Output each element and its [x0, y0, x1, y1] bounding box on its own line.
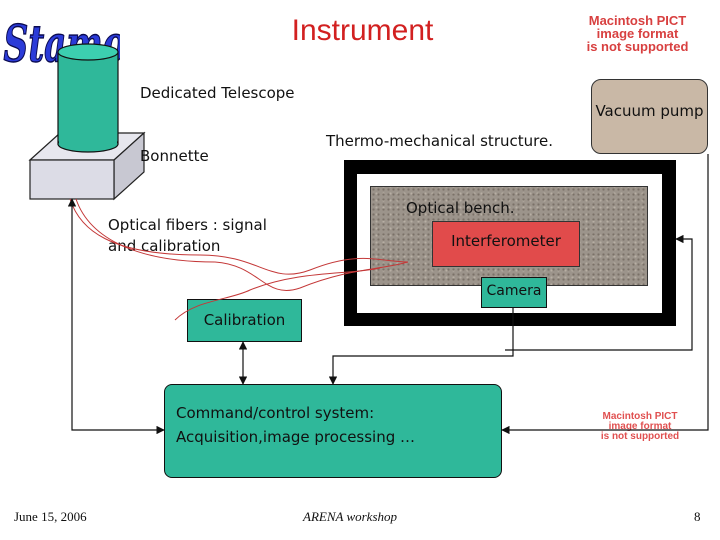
- telescope-tube-top: [57, 43, 119, 61]
- interferometer-label: Interferometer: [451, 232, 561, 250]
- bonnette-label: Bonnette: [140, 147, 209, 165]
- footer-workshop: ARENA workshop: [303, 509, 398, 524]
- slide-title: Instrument: [291, 14, 434, 47]
- link-frame-right: [505, 234, 693, 351]
- link-bonnette-command: [67, 198, 165, 435]
- command-control-line2: Acquisition,image processing …: [176, 428, 416, 446]
- vacuum-pump-label: Vacuum pump: [595, 102, 704, 120]
- camera-label: Camera: [486, 283, 542, 299]
- pict-placeholder-right: Macintosh PICT image format is not suppo…: [600, 411, 680, 442]
- vacuum-pump-box: [591, 79, 708, 154]
- optical-bench-label: Optical bench.: [406, 199, 515, 217]
- calibration-box: [187, 299, 302, 342]
- command-control-line1: Command/control system:: [176, 404, 375, 422]
- optical-fiber-calibration: [75, 198, 409, 291]
- interferometer-box: [432, 221, 580, 267]
- optical-fiber-calibration-branch: [174, 267, 381, 321]
- command-control-box: [164, 384, 502, 478]
- link-command-vacuum: [501, 154, 709, 435]
- footer-date: June 15, 2006: [14, 509, 87, 524]
- thermo-mechanical-label: Thermo-mechanical structure.: [326, 132, 553, 150]
- calibration-label: Calibration: [203, 311, 286, 329]
- pict-placeholder-top: Macintosh PICT image format is not suppo…: [586, 13, 689, 54]
- bonnette-box-front: [29, 159, 115, 200]
- camera-box: [481, 277, 547, 308]
- dedicated-telescope-label: Dedicated Telescope: [140, 84, 295, 102]
- footer-page-number: 8: [694, 509, 701, 524]
- link-camera-command: [328, 308, 514, 385]
- optical-fiber-signal: [69, 198, 409, 275]
